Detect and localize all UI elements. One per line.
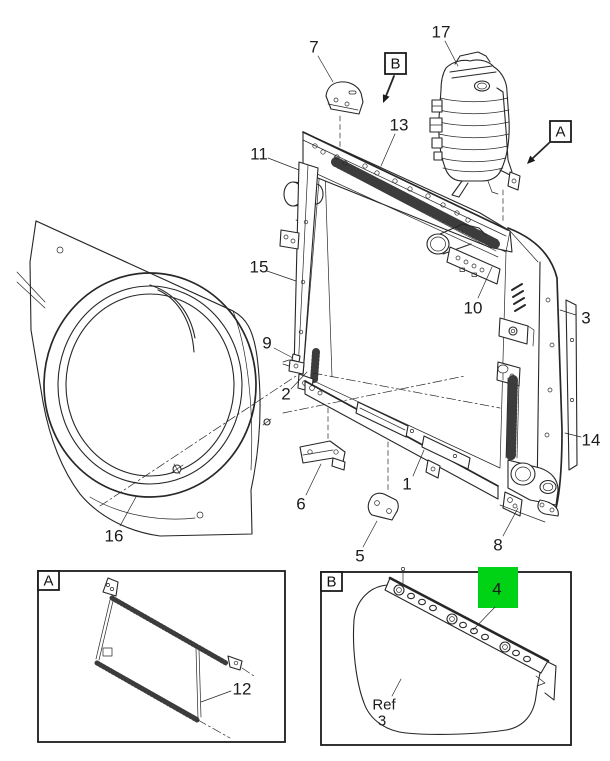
callout-15[interactable]: 15 [250, 258, 269, 277]
arrow-down-left-icon [382, 94, 390, 103]
bottom-crossmember [304, 380, 499, 500]
callout-7[interactable]: 7 [309, 38, 318, 57]
inset-b: B 4 Ref 3 [320, 567, 572, 746]
left-side-channel [279, 161, 319, 375]
callout-12[interactable]: 12 [233, 680, 252, 699]
upper-outlet-pipe [426, 223, 501, 285]
callout-labels: 1 2 3 5 6 7 8 9 10 11 13 14 15 16 17 [105, 23, 601, 566]
inset-a: A 12 [37, 570, 286, 743]
callout-2[interactable]: 2 [281, 385, 290, 404]
top-crossmember [302, 131, 513, 258]
arrow-down-left-icon [527, 155, 536, 164]
callout-leaders [119, 40, 582, 548]
callout-17[interactable]: 17 [432, 23, 451, 42]
fan-shroud-drawing [16, 220, 261, 537]
inset-b-marker-label: B [326, 574, 336, 591]
view-marker-b-label: B [390, 56, 400, 73]
callout-6[interactable]: 6 [296, 495, 305, 514]
callout-16[interactable]: 16 [105, 527, 124, 546]
callout-3[interactable]: 3 [581, 309, 590, 328]
callout-8[interactable]: 8 [493, 536, 502, 555]
ref-callout-3[interactable]: 3 [378, 713, 386, 730]
callout-10[interactable]: 10 [464, 299, 483, 318]
fan-shroud-screw [170, 463, 184, 475]
callout-14[interactable]: 14 [582, 431, 601, 450]
view-marker-a: A [527, 120, 572, 164]
recirc-shield-drawing [352, 567, 557, 735]
bracket-7-drawing [325, 81, 364, 115]
highlight-box[interactable] [478, 567, 518, 608]
bracket-5-drawing [367, 492, 399, 521]
callout-11[interactable]: 11 [250, 145, 268, 164]
ref-label: Ref [372, 697, 396, 714]
inset-a-marker-label: A [43, 573, 53, 590]
condenser-drawing [94, 577, 255, 739]
bracket-6-drawing [299, 440, 346, 471]
lower-outlet-assembly [499, 459, 559, 523]
part-highlight-4[interactable]: 4 [472, 567, 518, 631]
coolant-tank-drawing [429, 51, 521, 198]
construction-lines [99, 115, 504, 507]
callout-4[interactable]: 4 [492, 580, 501, 599]
radiator-frame-drawing [279, 131, 578, 523]
callout-5[interactable]: 5 [355, 547, 364, 566]
side-channel-14 [565, 299, 578, 471]
callout-1[interactable]: 1 [402, 475, 411, 494]
view-marker-a-label: A [555, 124, 565, 141]
callout-9[interactable]: 9 [262, 334, 271, 353]
callout-13[interactable]: 13 [390, 116, 409, 135]
view-marker-b: B [382, 52, 407, 103]
small-screw [262, 418, 272, 426]
right-side-post [496, 227, 563, 513]
